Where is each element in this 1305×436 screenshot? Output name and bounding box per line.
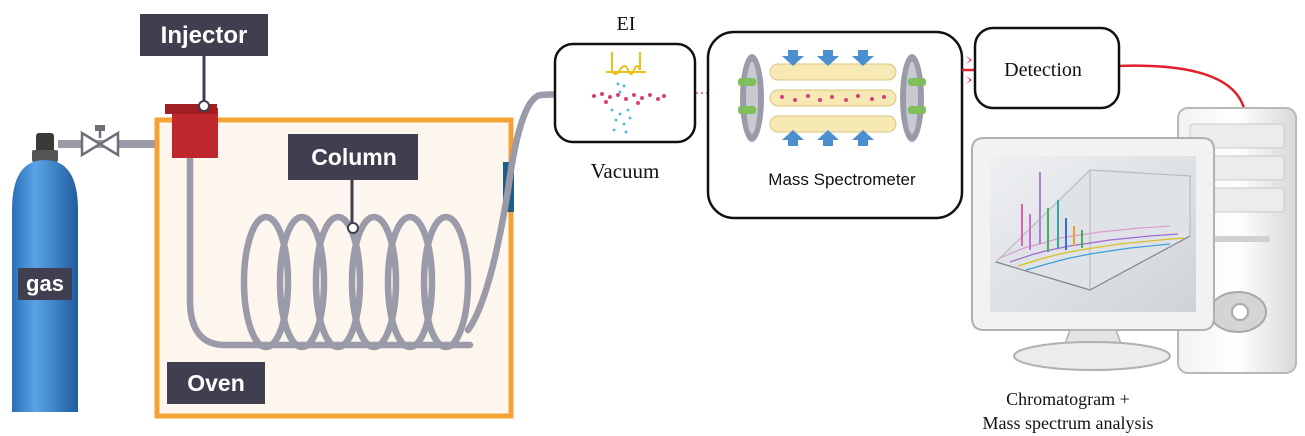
ion-source-chamber xyxy=(553,42,697,144)
output-label-line2: Mass spectrum analysis xyxy=(983,413,1154,433)
column-tag: Column xyxy=(288,134,418,234)
ei-label: EI xyxy=(617,13,636,35)
injector-label: Injector xyxy=(161,22,248,49)
screen-chart xyxy=(994,169,1191,291)
oven-tag: Oven xyxy=(167,362,265,404)
column-tubing xyxy=(186,89,589,351)
mass-spectrometer-box xyxy=(706,30,964,220)
oven-label: Oven xyxy=(187,370,245,396)
filament-icon xyxy=(606,52,646,75)
gas-cylinder-icon: gas xyxy=(12,133,78,412)
output-label-line1: Chromatogram + xyxy=(1006,389,1130,409)
gas-label: gas xyxy=(26,271,64,296)
mass-spectrometer-label: Mass Spectrometer xyxy=(768,170,916,189)
column-label: Column xyxy=(311,144,397,170)
valve-icon xyxy=(80,125,120,158)
vacuum-label: Vacuum xyxy=(591,159,660,183)
ion-cloud xyxy=(592,92,666,105)
injector-block xyxy=(165,104,218,158)
injector-tag: Injector xyxy=(140,14,268,112)
signal-lines xyxy=(962,64,1246,109)
computer-icon xyxy=(971,107,1297,374)
detection-label: Detection xyxy=(1004,59,1082,81)
electron-beam xyxy=(610,82,632,134)
detection-box xyxy=(973,26,1121,110)
